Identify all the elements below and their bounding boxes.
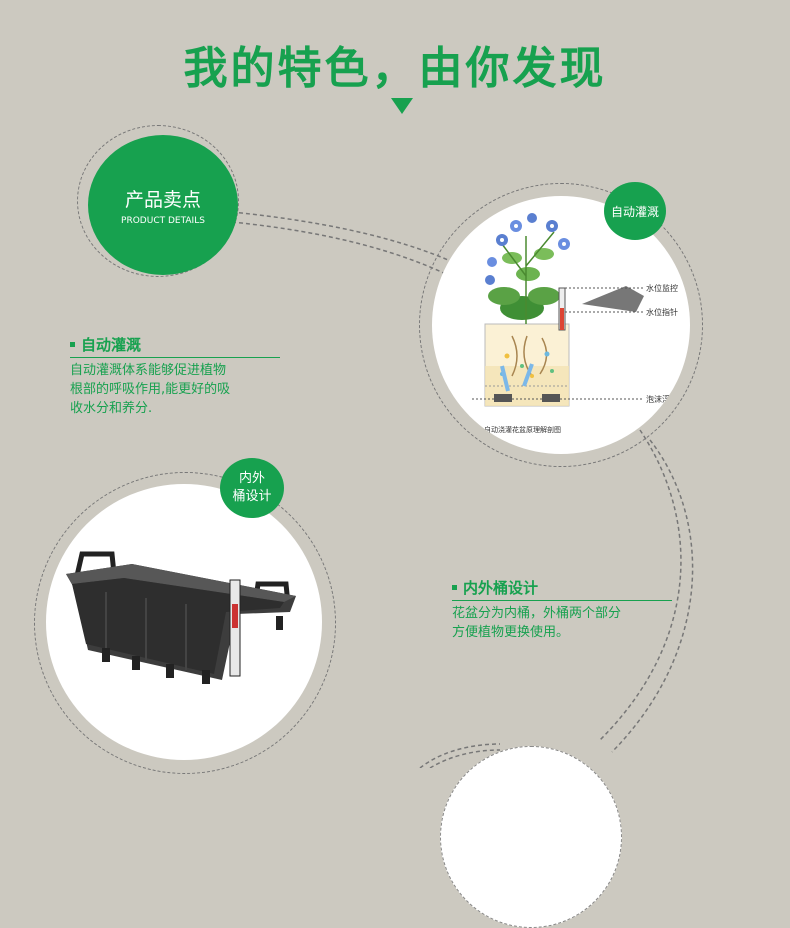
auto-irrigation-badge: 自动灌溉	[604, 182, 666, 240]
product-badge-subtitle: PRODUCT DETAILS	[121, 215, 205, 226]
next-section-circle	[440, 746, 622, 928]
feature-bucket: 内外桶设计 花盆分为内桶，外桶两个部分 方便植物更换使用。	[452, 577, 672, 642]
irrigation-diagram: 水位监控 水位指针 泡沫浮 自动浇灌花盆原理解剖图	[432, 196, 690, 454]
product-badge-title: 产品卖点	[124, 188, 201, 211]
water-pointer-label: 水位指针	[646, 307, 678, 317]
bucket-badge-line-1: 内外	[238, 471, 265, 486]
feature-irrigation-heading: 自动灌溉	[81, 336, 142, 354]
water-monitor-label: 水位监控	[646, 283, 678, 293]
feature-irrigation: 自动灌溉 自动灌溉体系能够促进植物 根部的呼吸作用,能更好的吸 收水分和养分.	[70, 334, 280, 418]
product-badge-ring	[77, 125, 239, 277]
feature-bucket-desc: 花盆分为内桶，外桶两个部分 方便植物更换使用。	[452, 604, 672, 642]
page-title: 我的特色，由你发现	[183, 43, 607, 94]
down-arrow-icon	[391, 98, 413, 114]
bucket-product-image	[46, 484, 322, 760]
diagram-ring	[419, 183, 703, 467]
feature-irrigation-line-1: 自动灌溉体系能够促进植物	[70, 363, 227, 378]
feature-bucket-heading: 内外桶设计	[463, 579, 539, 597]
feature-irrigation-line-3: 收水分和养分.	[70, 401, 153, 416]
feature-bucket-line-1: 花盆分为内桶，外桶两个部分	[452, 606, 622, 621]
bucket-badge-line-2: 桶设计	[232, 489, 272, 504]
bullet-icon	[452, 585, 457, 590]
irrigation-diagram-illustration: 水位监控 水位指针 泡沫浮 自动浇灌花盆原理解剖图	[472, 213, 678, 434]
foam-float-label: 泡沫浮	[646, 394, 670, 404]
feature-irrigation-desc: 自动灌溉体系能够促进植物 根部的呼吸作用,能更好的吸 收水分和养分.	[70, 361, 280, 418]
feature-irrigation-line-2: 根部的呼吸作用,能更好的吸	[70, 382, 231, 397]
product-details-badge: 产品卖点 PRODUCT DETAILS	[88, 135, 238, 275]
bucket-design-badge: 内外 桶设计	[220, 458, 284, 518]
feature-bucket-line-2: 方便植物更换使用。	[452, 625, 570, 640]
diagram-caption: 自动浇灌花盆原理解剖图	[484, 425, 561, 434]
planter-box-illustration	[66, 551, 296, 684]
auto-irrigation-badge-label: 自动灌溉	[610, 204, 659, 219]
feature-bucket-rule	[452, 600, 672, 601]
bullet-icon	[70, 342, 75, 347]
feature-irrigation-rule	[70, 357, 280, 358]
